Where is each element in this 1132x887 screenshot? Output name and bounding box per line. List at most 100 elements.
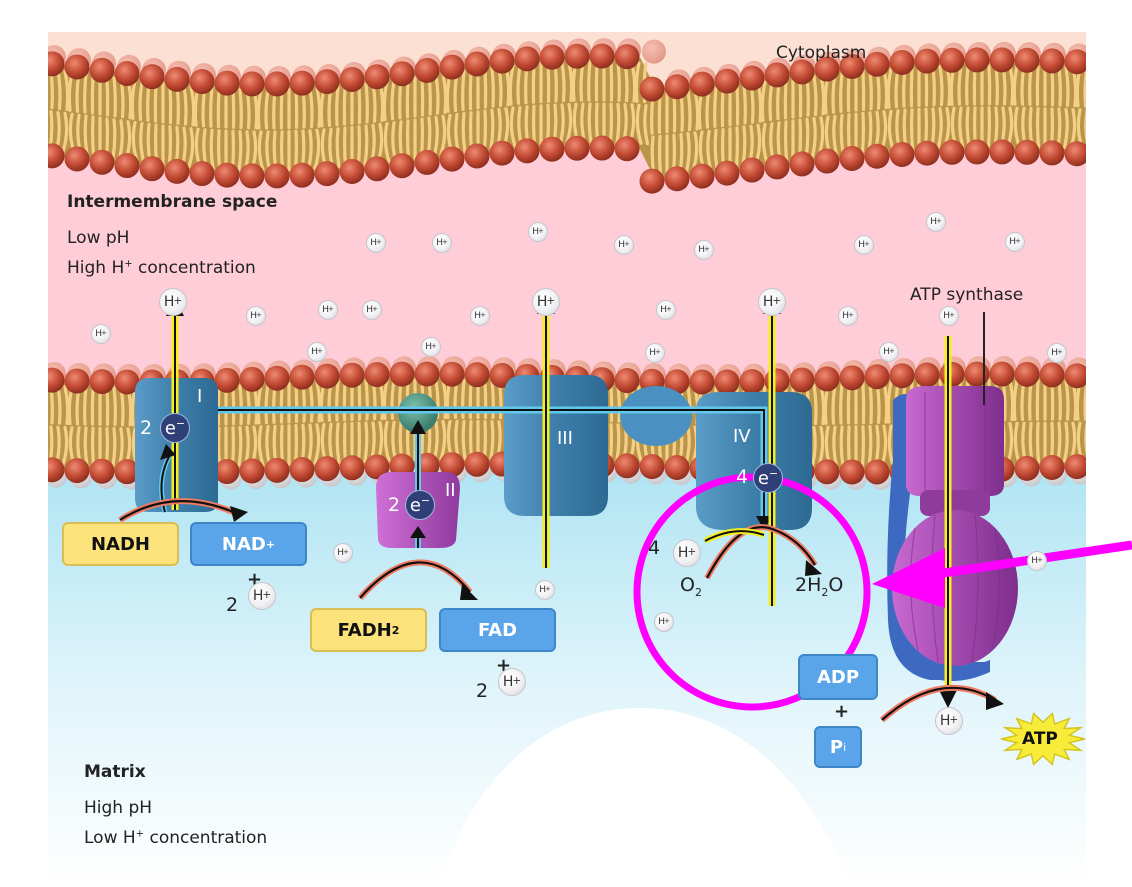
nad-proton-coef: 2 bbox=[226, 594, 239, 616]
proton-symbol: H bbox=[366, 305, 374, 315]
proton-icon: H+ bbox=[333, 543, 353, 563]
proton-icon: H+ bbox=[366, 233, 386, 253]
proton-symbol: H bbox=[322, 305, 330, 315]
proton-symbol: H bbox=[474, 311, 482, 321]
complex-i-electron-count: 2 bbox=[140, 417, 153, 439]
water-sub: 2 bbox=[821, 585, 829, 599]
proton-icon: H+ bbox=[470, 306, 490, 326]
proton-symbol: H bbox=[1031, 556, 1039, 566]
highlight-circle bbox=[633, 473, 871, 711]
proton-icon: H+ bbox=[248, 582, 276, 610]
atp-synthase-f0 bbox=[906, 386, 1004, 496]
atp-synthase-f1 bbox=[892, 510, 1018, 666]
proton-charge: + bbox=[1015, 237, 1021, 245]
proton-icon: H+ bbox=[535, 580, 555, 600]
conc-suffix: concentration bbox=[132, 258, 256, 278]
electron-icon: e− bbox=[753, 463, 783, 493]
proton-icon: H+ bbox=[935, 707, 963, 735]
proton-charge: + bbox=[431, 342, 437, 350]
proton-charge: + bbox=[704, 245, 710, 253]
proton-icon: H+ bbox=[528, 222, 548, 242]
proton-icon: H+ bbox=[673, 539, 701, 567]
water-end: O bbox=[828, 574, 844, 596]
proton-symbol: H bbox=[536, 294, 548, 310]
proton-charge: + bbox=[328, 305, 334, 313]
proton-symbol: H bbox=[858, 240, 866, 250]
proton-charge: + bbox=[376, 238, 382, 246]
highlight-arrow-head bbox=[872, 548, 945, 608]
proton-paths bbox=[166, 296, 957, 708]
proton-icon: H+ bbox=[362, 300, 382, 320]
electron-symbol: e bbox=[757, 467, 769, 489]
matrix-concentration: Low H+ concentration bbox=[84, 828, 267, 848]
proton-symbol: H bbox=[649, 348, 657, 358]
fadh-text: FADH bbox=[337, 619, 392, 641]
proton-charge: + bbox=[317, 347, 323, 355]
complex-iv-label: IV bbox=[733, 426, 751, 447]
proton-charge: + bbox=[262, 589, 272, 601]
atp-label: ATP bbox=[1022, 729, 1058, 749]
proton-charge: + bbox=[442, 238, 448, 246]
proton-charge: + bbox=[545, 585, 551, 593]
proton-symbol: H bbox=[939, 713, 951, 729]
complex-iii-label: III bbox=[557, 428, 573, 449]
atp-synthase-label: ATP synthase bbox=[910, 285, 1024, 305]
proton-symbol: H bbox=[698, 245, 706, 255]
proton-icon: H+ bbox=[318, 300, 338, 320]
proton-symbol: H bbox=[163, 294, 175, 310]
cytochrome-c bbox=[620, 386, 692, 446]
proton-icon: H+ bbox=[838, 306, 858, 326]
electron-charge: − bbox=[768, 466, 779, 480]
proton-charge: + bbox=[772, 295, 782, 307]
cytoplasm-label: Cytoplasm bbox=[776, 43, 867, 63]
water-label: 2H2O bbox=[795, 574, 843, 599]
oxygen-proton-coef: 4 bbox=[648, 537, 661, 559]
electron-symbol: e bbox=[409, 494, 421, 516]
outer-membrane bbox=[48, 38, 1086, 194]
proton-icon: H+ bbox=[307, 342, 327, 362]
complex-i-label: I bbox=[197, 386, 203, 407]
proton-charge: + bbox=[480, 311, 486, 319]
proton-icon: H+ bbox=[614, 235, 634, 255]
nad-sup: + bbox=[265, 537, 276, 551]
matrix-highlight-arc bbox=[440, 708, 850, 883]
proton-symbol: H bbox=[425, 342, 433, 352]
adp-box: ADP bbox=[798, 654, 878, 700]
pi-text: P bbox=[829, 736, 844, 758]
proton-symbol: H bbox=[1051, 348, 1059, 358]
matrix-ph: High pH bbox=[84, 798, 153, 818]
proton-charge: + bbox=[1057, 348, 1063, 356]
proton-icon: H+ bbox=[532, 288, 560, 316]
electron-icon: e− bbox=[160, 413, 190, 443]
proton-charge: + bbox=[864, 240, 870, 248]
intermembrane-concentration: High H+ concentration bbox=[67, 258, 256, 278]
oxygen-label: O2 bbox=[680, 574, 702, 599]
proton-icon: H+ bbox=[498, 668, 526, 696]
complex-iii-protein bbox=[504, 375, 608, 516]
proton-charge: + bbox=[538, 227, 544, 235]
proton-symbol: H bbox=[677, 545, 689, 561]
proton-charge: + bbox=[101, 329, 107, 337]
conc-suffix: concentration bbox=[144, 828, 268, 848]
proton-icon: H+ bbox=[91, 324, 111, 344]
proton-charge: + bbox=[949, 311, 955, 319]
proton-icon: H+ bbox=[421, 337, 441, 357]
fadh-sub: 2 bbox=[391, 623, 400, 637]
proton-icon: H+ bbox=[645, 343, 665, 363]
proton-charge: + bbox=[687, 546, 697, 558]
proton-symbol: H bbox=[943, 311, 951, 321]
proton-charge: + bbox=[889, 347, 895, 355]
proton-icon: H+ bbox=[246, 306, 266, 326]
proton-icon: H+ bbox=[926, 212, 946, 232]
proton-symbol: H bbox=[95, 329, 103, 339]
proton-charge: + bbox=[343, 548, 349, 556]
proton-symbol: H bbox=[618, 240, 626, 250]
proton-symbol: H bbox=[311, 347, 319, 357]
proton-charge: + bbox=[546, 295, 556, 307]
fad-box: FAD bbox=[439, 608, 556, 652]
proton-icon: H+ bbox=[939, 306, 959, 326]
complex-iv-electron-count: 4 bbox=[736, 466, 749, 488]
proton-charge: + bbox=[664, 617, 670, 625]
intermembrane-ph: Low pH bbox=[67, 228, 130, 248]
